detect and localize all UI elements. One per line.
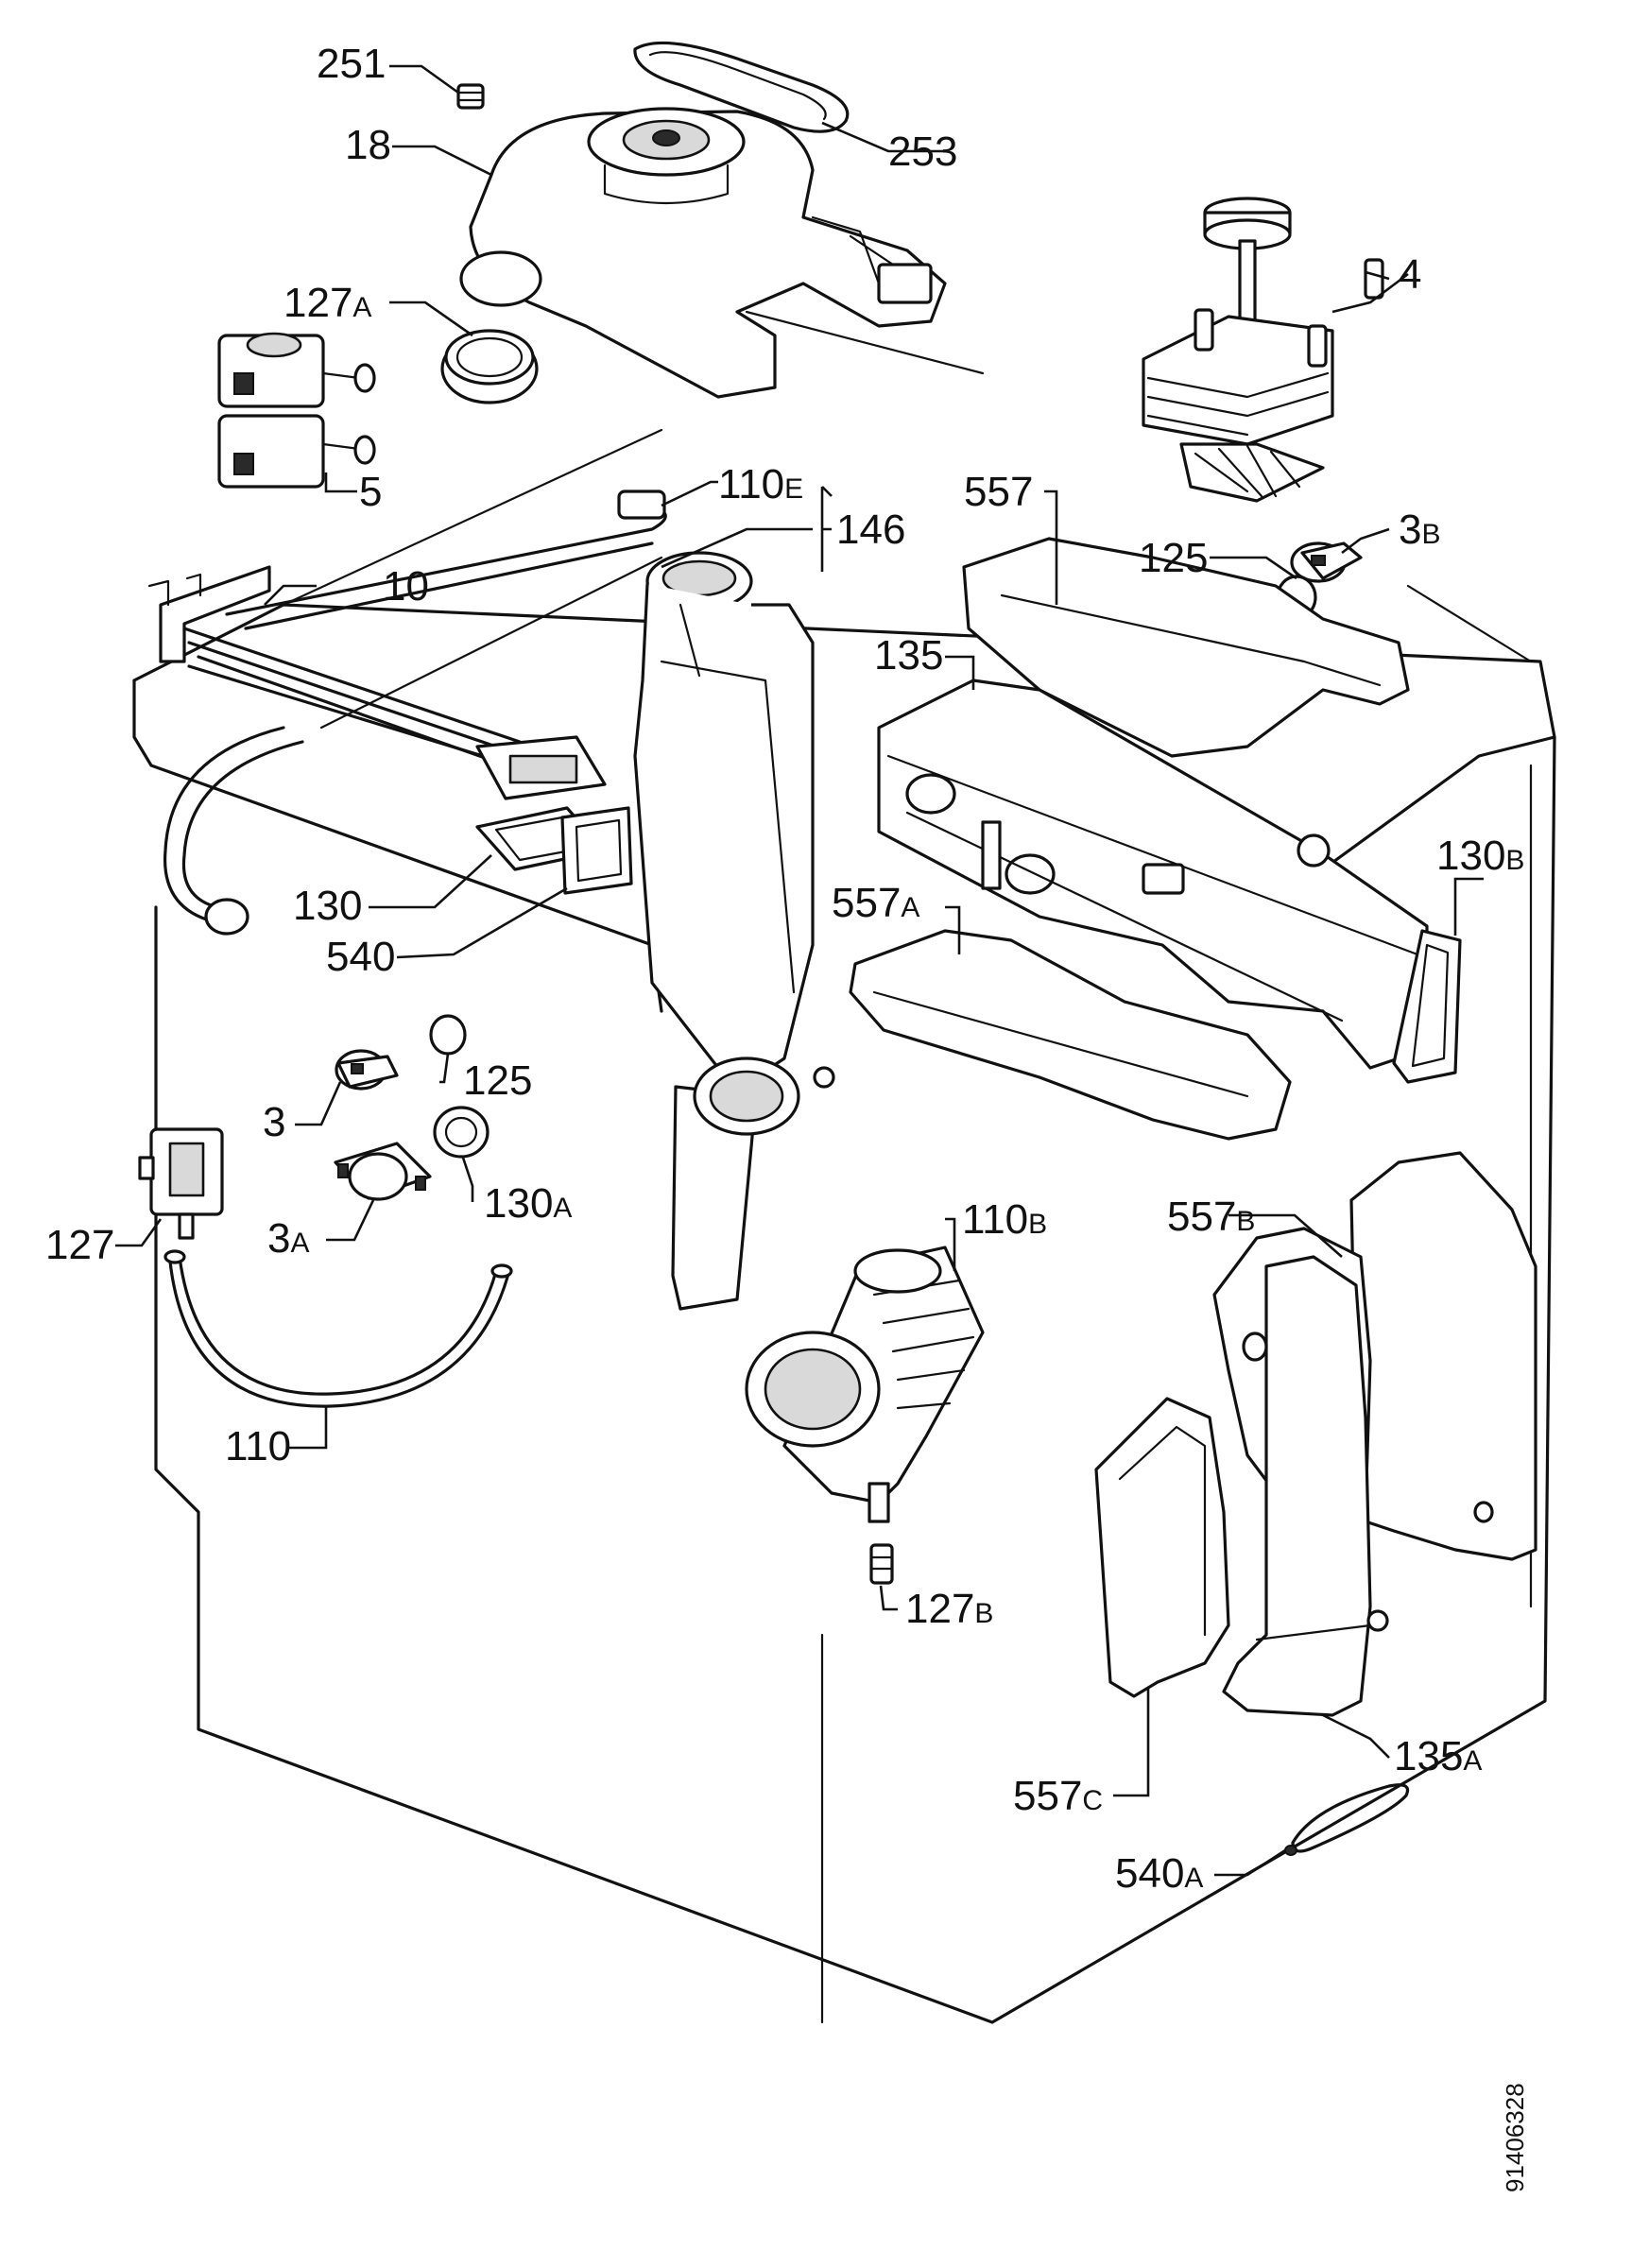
callout-125-upper: 125 bbox=[1139, 535, 1208, 581]
callout-110b: 110B bbox=[962, 1196, 1047, 1243]
part-4-motor bbox=[1142, 197, 1384, 503]
part-127b-nozzle bbox=[869, 1543, 894, 1585]
part-3b-thermostat bbox=[1290, 541, 1363, 583]
callout-125-lower: 125 bbox=[463, 1057, 532, 1104]
callout-135: 135 bbox=[874, 632, 943, 679]
callout-130a: 130A bbox=[484, 1180, 572, 1227]
callout-146: 146 bbox=[836, 507, 905, 553]
part-130a-grommet bbox=[433, 1106, 490, 1159]
part-127a-seal-ring bbox=[440, 329, 539, 404]
part-125-o-ring-lower bbox=[429, 1014, 467, 1056]
callout-labels: 251 253 18 127A 4 5 110E 146 557 125 3B … bbox=[45, 41, 1524, 1897]
part-557c-cover bbox=[1094, 1397, 1230, 1698]
callout-127b: 127B bbox=[905, 1586, 993, 1632]
callout-110e: 110E bbox=[718, 461, 803, 507]
drawing-number: 91406328 bbox=[1501, 2083, 1529, 2192]
part-5-valve bbox=[217, 332, 376, 489]
part-135-air-channel bbox=[877, 679, 1429, 1070]
callout-5: 5 bbox=[359, 469, 382, 515]
part-18-fan-housing bbox=[459, 107, 947, 399]
part-540-seal bbox=[560, 806, 633, 895]
callout-110: 110 bbox=[225, 1423, 291, 1469]
callout-4: 4 bbox=[1399, 251, 1421, 298]
part-127-valve bbox=[138, 1127, 224, 1240]
callout-557: 557 bbox=[964, 469, 1033, 515]
part-3-thermostat bbox=[335, 1049, 399, 1091]
part-3a-thermostat bbox=[334, 1142, 432, 1201]
callout-557a: 557A bbox=[832, 880, 919, 926]
callout-557b: 557B bbox=[1167, 1194, 1255, 1240]
leader-lines bbox=[115, 64, 1484, 1877]
callout-3: 3 bbox=[263, 1099, 285, 1145]
part-110-hose bbox=[163, 1249, 513, 1408]
callout-3a: 3A bbox=[267, 1215, 310, 1262]
part-251-fitting bbox=[456, 83, 485, 110]
callout-251: 251 bbox=[317, 41, 386, 87]
callout-540: 540 bbox=[326, 934, 395, 980]
callout-127: 127 bbox=[45, 1222, 114, 1268]
callout-130b: 130B bbox=[1436, 833, 1524, 879]
part-540a-seal-ring bbox=[1284, 1783, 1410, 1856]
callout-135a: 135A bbox=[1394, 1733, 1482, 1779]
part-130b-gasket bbox=[1392, 929, 1462, 1084]
part-110b-bellow-hose bbox=[745, 1246, 985, 1523]
part-557b-housing bbox=[1212, 1151, 1537, 1717]
callout-10: 10 bbox=[383, 563, 429, 610]
part-146-duct-assembly bbox=[633, 551, 835, 1311]
callout-130: 130 bbox=[293, 883, 362, 929]
callout-18: 18 bbox=[345, 122, 391, 168]
part-253-belt bbox=[633, 41, 850, 133]
callout-557c: 557C bbox=[1013, 1773, 1103, 1819]
part-10-heater-element bbox=[147, 490, 667, 936]
callout-3b: 3B bbox=[1399, 507, 1441, 553]
part-557a-cover bbox=[849, 929, 1292, 1141]
callout-127a: 127A bbox=[283, 280, 371, 326]
callout-540a: 540A bbox=[1115, 1850, 1203, 1897]
callout-253: 253 bbox=[888, 129, 957, 175]
